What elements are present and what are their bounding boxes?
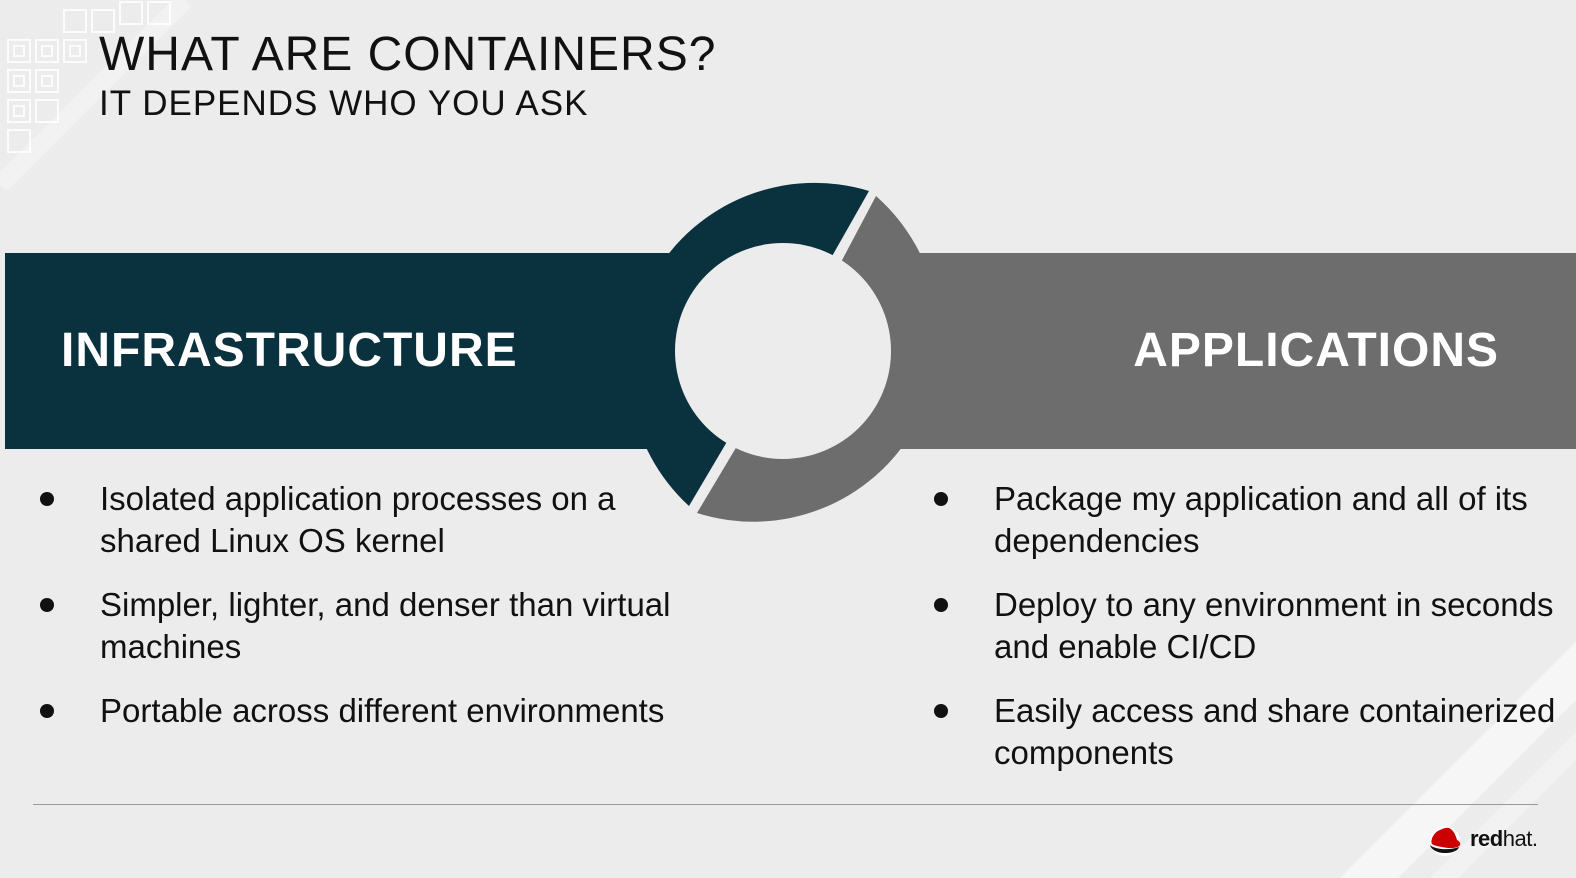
footer-divider [33, 804, 1538, 805]
applications-bullet-list: Package my application and all of its de… [934, 478, 1574, 796]
redhat-wordmark: redhat. [1470, 826, 1538, 852]
logo-text-bold: red [1470, 826, 1503, 851]
bullet-text: Deploy to any environment in seconds and… [994, 586, 1554, 665]
infrastructure-band [5, 253, 675, 449]
infrastructure-bullet-list: Isolated application processes on a shar… [40, 478, 680, 754]
bullet-text: Portable across different environments [100, 692, 665, 729]
bullet-icon [934, 704, 948, 718]
bullet-text: Package my application and all of its de… [994, 480, 1528, 559]
bullet-icon [40, 704, 54, 718]
bullet-icon [934, 598, 948, 612]
bullet-text: Easily access and share containerized co… [994, 692, 1556, 771]
bullet-icon [934, 492, 948, 506]
list-item: Isolated application processes on a shar… [40, 478, 680, 562]
bullet-text: Isolated application processes on a shar… [100, 480, 616, 559]
list-item: Package my application and all of its de… [934, 478, 1574, 562]
slide-subtitle: IT DEPENDS WHO YOU ASK [99, 84, 589, 123]
ring-arc-applications [697, 196, 940, 522]
bullet-icon [40, 598, 54, 612]
list-item: Easily access and share containerized co… [934, 690, 1574, 774]
infrastructure-label: INFRASTRUCTURE [61, 324, 518, 377]
redhat-hat-icon [1430, 826, 1461, 856]
list-item: Deploy to any environment in seconds and… [934, 584, 1574, 668]
bullet-icon [40, 492, 54, 506]
applications-band [892, 253, 1576, 449]
logo-text-light: hat [1502, 826, 1533, 851]
bullet-text: Simpler, lighter, and denser than virtua… [100, 586, 671, 665]
list-item: Simpler, lighter, and denser than virtua… [40, 584, 680, 668]
redhat-logo: redhat. [1426, 822, 1538, 856]
applications-label: APPLICATIONS [1133, 324, 1499, 377]
corner-pattern-decoration [0, 0, 192, 190]
ring-center [675, 243, 891, 459]
list-item: Portable across different environments [40, 690, 680, 732]
logo-text-suffix: . [1531, 826, 1538, 851]
slide-title: WHAT ARE CONTAINERS? [99, 28, 717, 81]
ring-arc-infrastructure [628, 182, 869, 506]
